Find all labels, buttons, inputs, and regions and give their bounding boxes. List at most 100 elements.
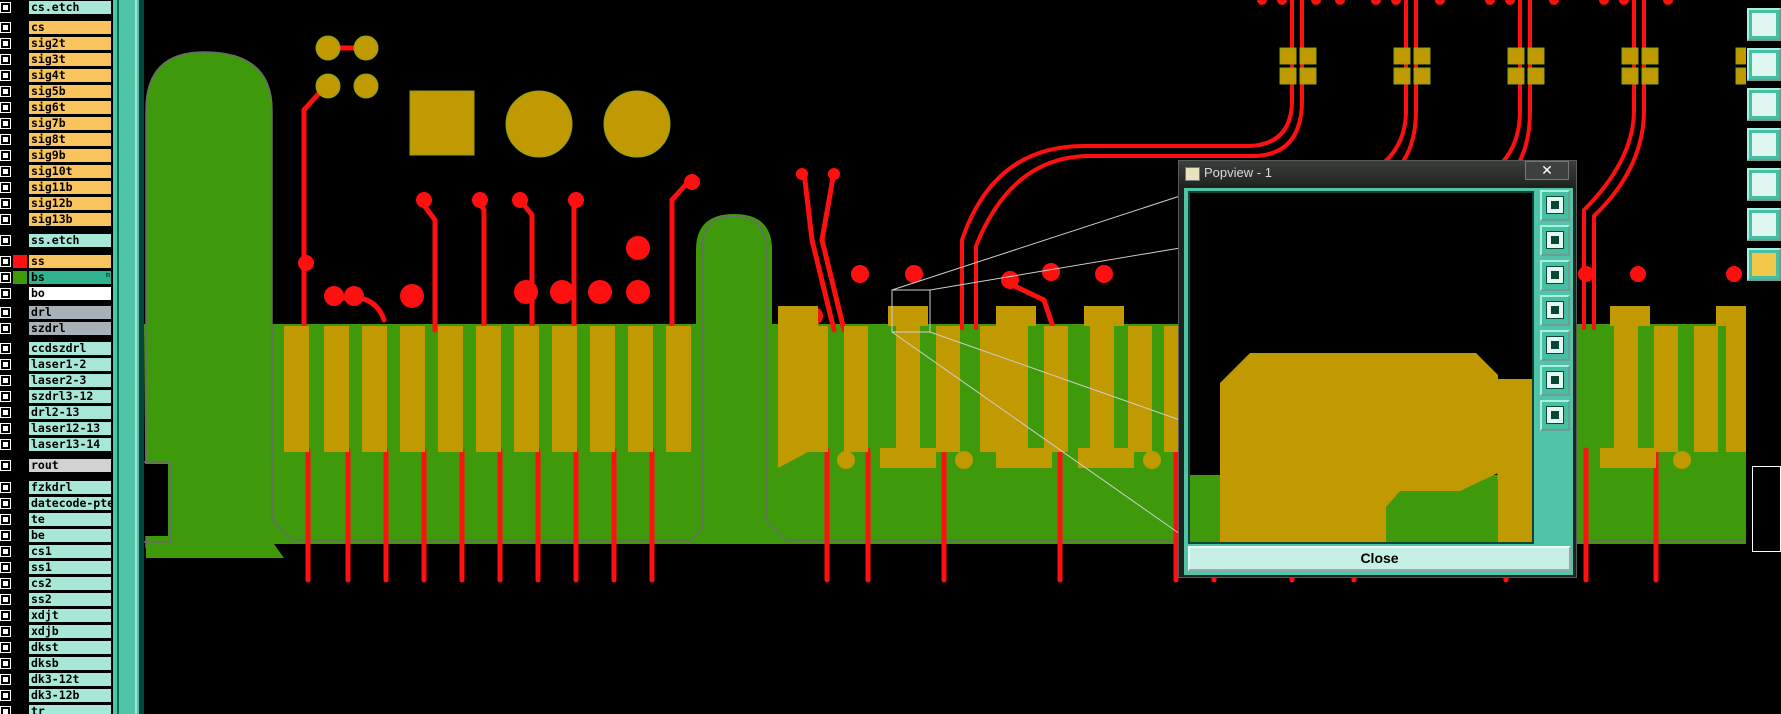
layer-name[interactable]: laser13-14 xyxy=(29,438,111,451)
layer-name[interactable]: sig11b xyxy=(29,181,111,194)
layer-row-ccdszdrl[interactable]: ccdszdrl xyxy=(0,341,113,356)
window-close-button[interactable]: ✕ xyxy=(1525,161,1569,180)
net-tool-button[interactable] xyxy=(1747,88,1781,121)
layer-name[interactable]: drl xyxy=(29,306,111,319)
layer-name[interactable]: ss.etch xyxy=(29,234,111,247)
layer-row-drl[interactable]: drl xyxy=(0,305,113,320)
layer-name[interactable]: sig8t xyxy=(29,133,111,146)
layer-visibility-checkbox[interactable] xyxy=(0,102,11,113)
layer-visibility-checkbox[interactable] xyxy=(0,674,11,685)
layer-row-cs-etch[interactable]: cs.etch xyxy=(0,0,113,15)
layer-visibility-checkbox[interactable] xyxy=(0,375,11,386)
layer-name[interactable]: sig7b xyxy=(29,117,111,130)
view-tool-button[interactable] xyxy=(1747,8,1781,41)
layer-visibility-checkbox[interactable] xyxy=(0,610,11,621)
layer-visibility-checkbox[interactable] xyxy=(0,272,11,283)
layer-name[interactable]: xdjb xyxy=(29,625,111,638)
layer-visibility-checkbox[interactable] xyxy=(0,323,11,334)
layer-row-drl2-13[interactable]: drl2-13 xyxy=(0,405,113,420)
layer-row-sig3t[interactable]: sig3t xyxy=(0,52,113,67)
layer-name[interactable]: sig6t xyxy=(29,101,111,114)
layer-row-sig10t[interactable]: sig10t xyxy=(0,164,113,179)
layer-name[interactable]: sig5b xyxy=(29,85,111,98)
layer-row-xdjb[interactable]: xdjb xyxy=(0,624,113,639)
layer-row-bs[interactable]: bs m xyxy=(0,270,113,285)
select-object-button[interactable] xyxy=(1747,48,1781,81)
layer-visibility-checkbox[interactable] xyxy=(0,235,11,246)
layer-name[interactable]: datecode-pte xyxy=(29,497,111,510)
layer-name[interactable]: cs2 xyxy=(29,577,111,590)
layer-row-rout[interactable]: rout xyxy=(0,458,113,473)
layer-name[interactable]: bo xyxy=(29,287,111,300)
layer-row-sig5b[interactable]: sig5b xyxy=(0,84,113,99)
layer-row-sig8t[interactable]: sig8t xyxy=(0,132,113,147)
layer-visibility-checkbox[interactable] xyxy=(0,307,11,318)
layer-visibility-checkbox[interactable] xyxy=(0,70,11,81)
layer-visibility-checkbox[interactable] xyxy=(0,214,11,225)
layer-name[interactable]: sig4t xyxy=(29,69,111,82)
layer-row-dkst[interactable]: dkst xyxy=(0,640,113,655)
measure-tool-button[interactable] xyxy=(1747,128,1781,161)
layer-row-cs1[interactable]: cs1 xyxy=(0,544,113,559)
layer-name[interactable]: be xyxy=(29,529,111,542)
popview-zoom-in-button[interactable] xyxy=(1540,365,1570,396)
shapes-tool-button[interactable] xyxy=(1747,168,1781,201)
layer-row-laser1-2[interactable]: laser1-2 xyxy=(0,357,113,372)
layer-visibility-checkbox[interactable] xyxy=(0,391,11,402)
layer-visibility-checkbox[interactable] xyxy=(0,182,11,193)
layer-name[interactable]: cs1 xyxy=(29,545,111,558)
layer-visibility-checkbox[interactable] xyxy=(0,460,11,471)
layer-row-datecode-pte[interactable]: datecode-pte xyxy=(0,496,113,511)
layer-name[interactable]: laser2-3 xyxy=(29,374,111,387)
layer-visibility-checkbox[interactable] xyxy=(0,22,11,33)
layer-visibility-checkbox[interactable] xyxy=(0,439,11,450)
layer-row-dk3-12t[interactable]: dk3-12t xyxy=(0,672,113,687)
layer-row-sig2t[interactable]: sig2t xyxy=(0,36,113,51)
layer-color-swatch[interactable] xyxy=(13,271,27,284)
layer-visibility-checkbox[interactable] xyxy=(0,86,11,97)
layer-name[interactable]: szdrl3-12 xyxy=(29,390,111,403)
layer-row-sig9b[interactable]: sig9b xyxy=(0,148,113,163)
mini-overview[interactable] xyxy=(1752,466,1781,552)
popview-close-button[interactable]: Close xyxy=(1188,546,1571,571)
layer-name[interactable]: sig9b xyxy=(29,149,111,162)
layer-visibility-checkbox[interactable] xyxy=(0,690,11,701)
layer-visibility-checkbox[interactable] xyxy=(0,54,11,65)
layer-row-te[interactable]: te xyxy=(0,512,113,527)
layer-visibility-checkbox[interactable] xyxy=(0,118,11,129)
layer-row-dk3-12b[interactable]: dk3-12b xyxy=(0,688,113,703)
layer-name[interactable]: drl2-13 xyxy=(29,406,111,419)
layer-visibility-checkbox[interactable] xyxy=(0,658,11,669)
layer-row-sig12b[interactable]: sig12b xyxy=(0,196,113,211)
triangle-tool-button[interactable] xyxy=(1747,208,1781,241)
layer-visibility-checkbox[interactable] xyxy=(0,706,11,714)
layer-row-bo[interactable]: bo xyxy=(0,286,113,301)
layer-visibility-checkbox[interactable] xyxy=(0,256,11,267)
layer-visibility-checkbox[interactable] xyxy=(0,2,11,13)
layer-name[interactable]: rout xyxy=(29,459,111,472)
popview-titlebar[interactable]: Popview - 1 ✕ xyxy=(1179,161,1576,185)
layer-row-ss[interactable]: ss xyxy=(0,254,113,269)
layer-name[interactable]: sig13b xyxy=(29,213,111,226)
layer-row-sig7b[interactable]: sig7b xyxy=(0,116,113,131)
layer-row-sig6t[interactable]: sig6t xyxy=(0,100,113,115)
pointer-tool-button[interactable] xyxy=(1747,248,1781,281)
popview-pan-right-button[interactable] xyxy=(1540,330,1570,361)
layer-name[interactable]: fzkdrl xyxy=(29,481,111,494)
layer-visibility-checkbox[interactable] xyxy=(0,359,11,370)
layer-color-swatch[interactable] xyxy=(13,255,27,268)
layer-visibility-checkbox[interactable] xyxy=(0,530,11,541)
layer-visibility-checkbox[interactable] xyxy=(0,546,11,557)
popview-pan-down-button[interactable] xyxy=(1540,260,1570,291)
layer-visibility-checkbox[interactable] xyxy=(0,498,11,509)
layer-visibility-checkbox[interactable] xyxy=(0,562,11,573)
layer-name[interactable]: dkst xyxy=(29,641,111,654)
layer-name[interactable]: xdjt xyxy=(29,609,111,622)
layer-visibility-checkbox[interactable] xyxy=(0,514,11,525)
layer-row-be[interactable]: be xyxy=(0,528,113,543)
layer-row-szdrl[interactable]: szdrl xyxy=(0,321,113,336)
layer-row-sig11b[interactable]: sig11b xyxy=(0,180,113,195)
layer-row-laser2-3[interactable]: laser2-3 xyxy=(0,373,113,388)
layer-row-cs[interactable]: cs xyxy=(0,20,113,35)
layer-visibility-checkbox[interactable] xyxy=(0,166,11,177)
